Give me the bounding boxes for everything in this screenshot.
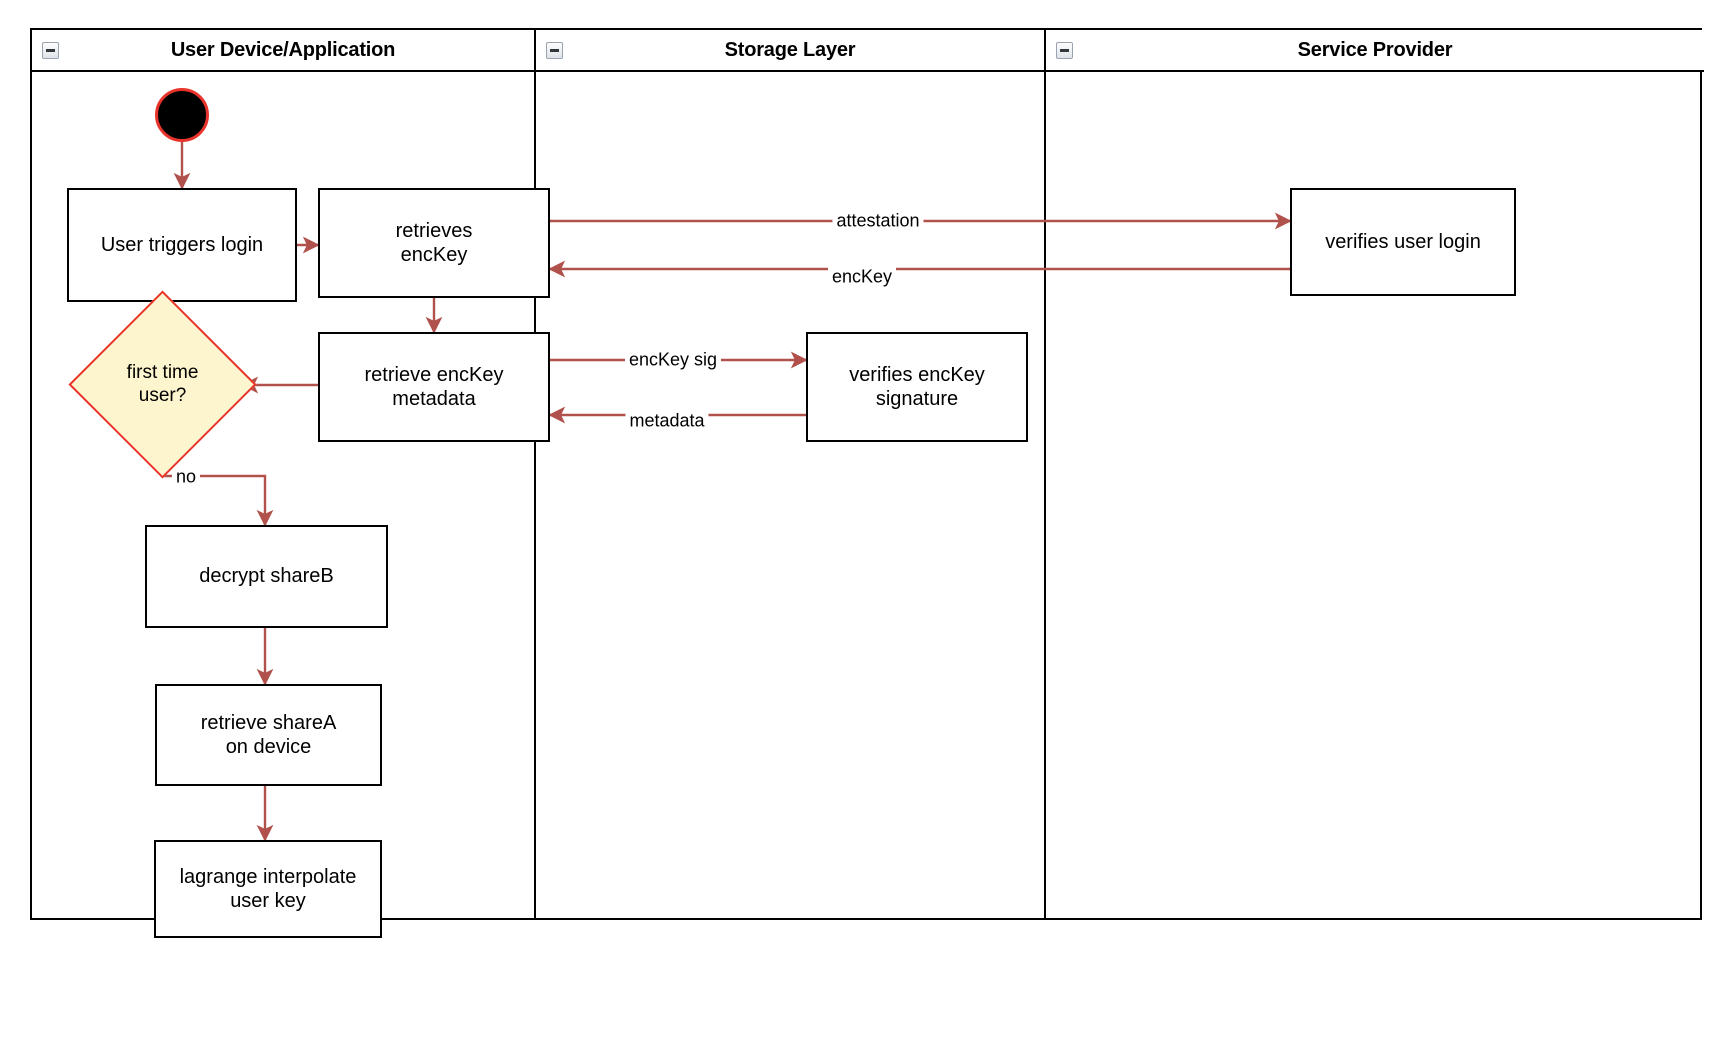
lane-title-storage-layer: Storage Layer: [724, 38, 856, 61]
edge-label-enckey-sig: encKey sig: [624, 349, 722, 371]
node-retrieve-sharea-on-device[interactable]: retrieve shareA on device: [155, 684, 382, 786]
swimlane-pool: User Device/Application Storage Layer Se…: [30, 28, 1704, 920]
node-verifies-user-login[interactable]: verifies user login: [1290, 188, 1516, 296]
node-start[interactable]: [155, 88, 209, 142]
node-retrieves-enckey[interactable]: retrieves encKey: [318, 188, 550, 298]
lane-title-service-provider: Service Provider: [1297, 38, 1453, 61]
minus-glyph: [46, 49, 55, 52]
lane-service-provider[interactable]: Service Provider: [1044, 30, 1704, 918]
edge-label-attestation: attestation: [832, 210, 924, 232]
edge-label-no: no: [171, 466, 201, 488]
collapse-minus-icon[interactable]: [1056, 42, 1073, 59]
lane-header-service-provider: Service Provider: [1046, 30, 1704, 72]
collapse-minus-icon[interactable]: [42, 42, 59, 59]
edge-label-metadata: metadata: [625, 410, 709, 432]
lane-title-user-device: User Device/Application: [170, 38, 396, 61]
lane-header-storage-layer: Storage Layer: [536, 30, 1044, 72]
minus-glyph: [1060, 49, 1069, 52]
lane-storage-layer[interactable]: Storage Layer: [534, 30, 1044, 918]
node-retrieve-enckey-metadata[interactable]: retrieve encKey metadata: [318, 332, 550, 442]
node-user-triggers-login[interactable]: User triggers login: [67, 188, 297, 302]
lane-header-user-device: User Device/Application: [32, 30, 534, 72]
edge-label-enckey: encKey: [827, 266, 897, 288]
decision-label: first time user?: [126, 361, 199, 406]
node-verifies-enckey-signature[interactable]: verifies encKey signature: [806, 332, 1028, 442]
node-decrypt-shareb[interactable]: decrypt shareB: [145, 525, 388, 628]
lane-user-device[interactable]: User Device/Application: [32, 30, 534, 918]
minus-glyph: [550, 49, 559, 52]
collapse-minus-icon[interactable]: [546, 42, 563, 59]
node-lagrange-interpolate-user-key[interactable]: lagrange interpolate user key: [154, 840, 382, 938]
